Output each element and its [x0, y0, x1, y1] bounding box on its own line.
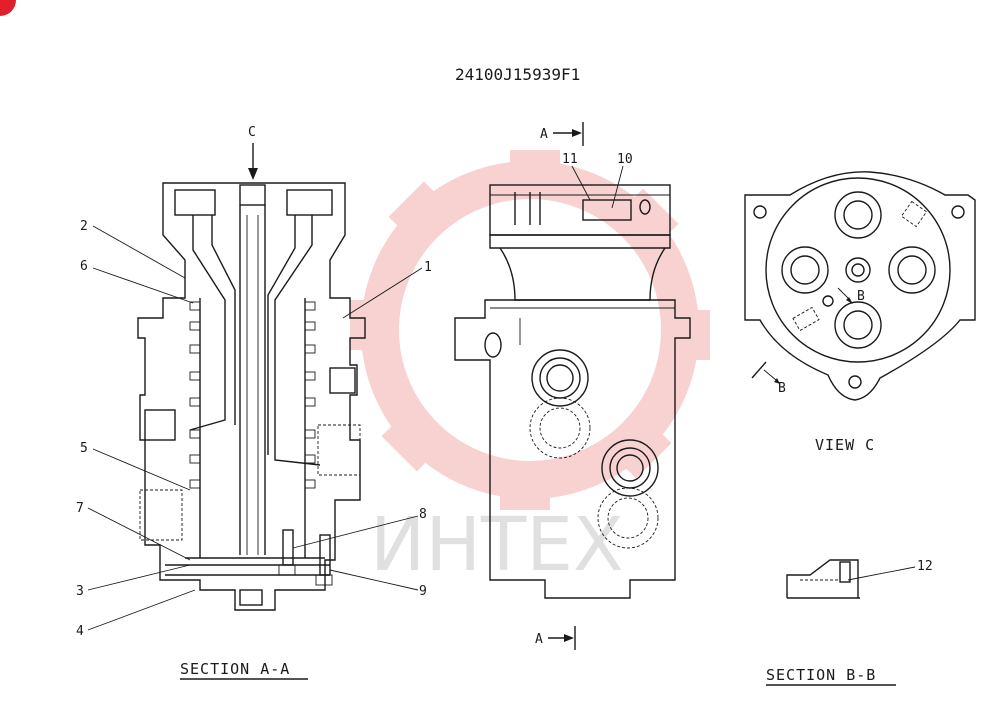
- cut-a-bottom-label: A: [535, 632, 543, 647]
- callout-10: 10: [617, 152, 633, 167]
- callout-leaders: [87, 165, 916, 631]
- watermark-text: ИНТЕХ: [370, 502, 624, 588]
- cut-b2-label: B: [778, 381, 786, 396]
- callout-6: 6: [80, 259, 88, 274]
- view-c-title: VIEW C: [815, 436, 875, 454]
- section-bb-drawing: [786, 559, 860, 599]
- callout-9: 9: [419, 584, 427, 599]
- callout-5: 5: [80, 441, 88, 456]
- side-view-drawing: A A: [454, 122, 691, 650]
- view-c-drawing: B B: [744, 171, 976, 401]
- callout-2: 2: [80, 219, 88, 234]
- section-aa-drawing: C: [137, 125, 366, 611]
- callout-3: 3: [76, 584, 84, 599]
- callout-8: 8: [419, 507, 427, 522]
- cut-b1-label: B: [857, 289, 865, 304]
- arrow-c-label: C: [248, 125, 256, 140]
- part-number: 24100J15939F1: [455, 65, 580, 84]
- callout-11: 11: [562, 152, 578, 167]
- callout-12: 12: [917, 559, 933, 574]
- callout-7: 7: [76, 501, 84, 516]
- watermark-gear-icon: [350, 150, 710, 510]
- section-aa-title: SECTION A-A: [180, 660, 290, 678]
- corner-mark: [0, 0, 16, 16]
- section-bb-title: SECTION B-B: [766, 666, 876, 684]
- cut-a-top-label: A: [540, 127, 548, 142]
- callout-4: 4: [76, 624, 84, 639]
- callout-numbers: 1 2 3 4 5 6 7 8 9 10 11 12: [76, 152, 933, 639]
- callout-1: 1: [424, 260, 432, 275]
